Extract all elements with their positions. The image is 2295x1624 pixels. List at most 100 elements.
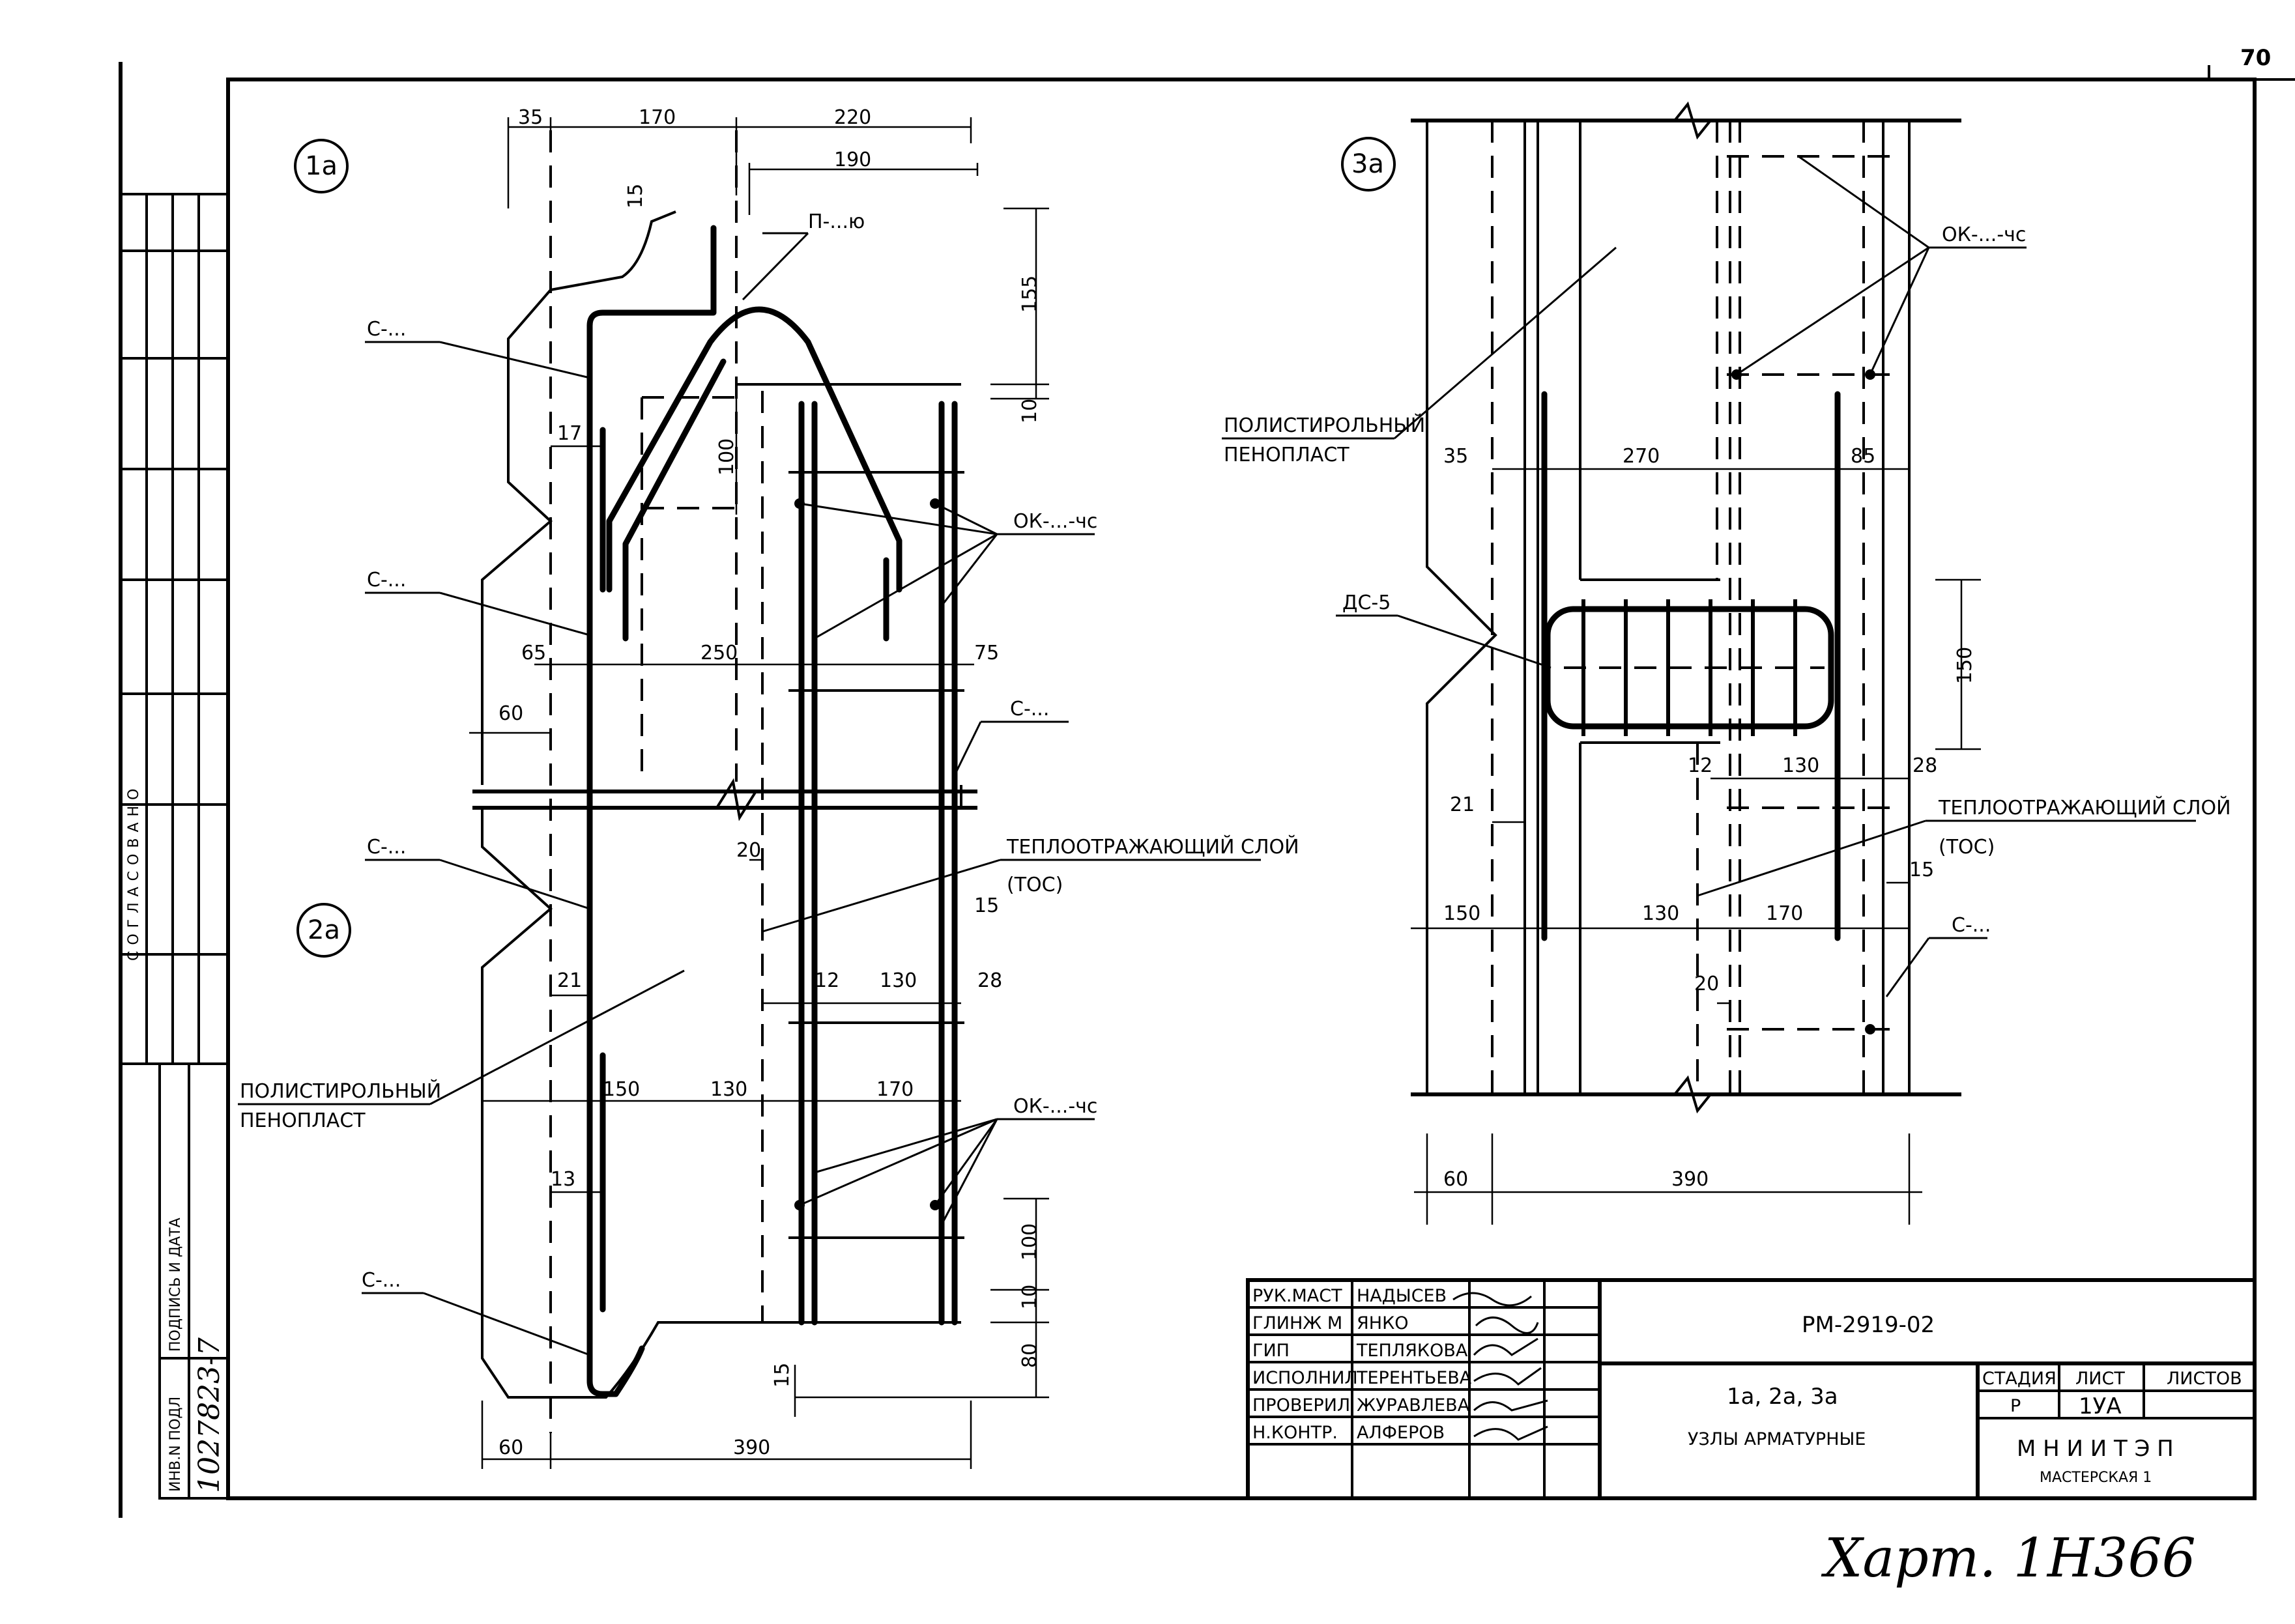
inv-number: 1027823-7 — [193, 1337, 226, 1493]
name-2: ТЕПЛЯКОВА — [1356, 1341, 1468, 1361]
signature-date-label: ПОДПИСЬ И ДАТА — [167, 1218, 184, 1352]
dim-35: 35 — [518, 106, 543, 129]
dim-75: 75 — [974, 642, 999, 664]
dim-21: 21 — [557, 969, 582, 992]
callouts-view-3a — [1222, 155, 2196, 997]
callout-foam-2: ПОЛИСТИРОЛЬНЫЙ — [1224, 414, 1425, 437]
dim3a-15: 15 — [1909, 859, 1934, 881]
callout-foam-1b: ПЕНОПЛАСТ — [240, 1109, 366, 1132]
stage-value: Р — [2010, 1396, 2021, 1416]
dim3a-390: 390 — [1671, 1168, 1709, 1191]
dim3a-35: 35 — [1443, 445, 1468, 468]
callout-ok-3: ОК-...-чс — [1942, 223, 2026, 246]
dim-150: 150 — [603, 1078, 640, 1101]
view-1a-circle — [294, 139, 349, 193]
callouts-view-1a — [238, 232, 1261, 1356]
dim-60-mid: 60 — [498, 702, 523, 725]
role-5: Н.КОНТР. — [1252, 1423, 1338, 1443]
dim3a-12: 12 — [1688, 754, 1712, 777]
panel-outline-3a — [1426, 121, 1497, 1094]
handwritten-note: Харт. 1Н366 — [1821, 1528, 2196, 1589]
callout-ok-1: ОК-...-чс — [1013, 510, 1097, 533]
signatures — [1452, 1292, 1548, 1441]
bar-p-loop — [606, 306, 902, 593]
dim-15-top: 15 — [624, 184, 647, 208]
name-4: ЖУРАВЛЕВА — [1357, 1395, 1470, 1416]
dim-190: 190 — [834, 149, 871, 171]
approval-label: СОГЛАСОВАНО — [126, 783, 142, 961]
callout-tos-2b: (ТОС) — [1939, 836, 1995, 859]
dim3a-150: 150 — [1443, 902, 1480, 925]
callout-tos-2: ТЕПЛООТРАЖАЮЩИЙ СЛОЙ — [1938, 796, 2231, 819]
org-sub: МАСТЕРСКАЯ 1 — [2040, 1470, 2152, 1486]
role-3: ИСПОЛНИЛ — [1252, 1368, 1358, 1388]
dim3a-20: 20 — [1694, 973, 1719, 995]
sheet-value: 1УА — [2079, 1393, 2122, 1419]
role-0: РУК.МАСТ — [1252, 1286, 1342, 1306]
callout-c-right: С-... — [1010, 698, 1049, 720]
dim-12: 12 — [815, 969, 839, 992]
view-3a-label: 3а — [1351, 149, 1384, 179]
view-3a-circle — [1341, 137, 1396, 192]
dim3a-130-bottom: 130 — [1642, 902, 1679, 925]
dim-155: 155 — [1018, 276, 1041, 313]
dim3a-85: 85 — [1851, 445, 1875, 468]
callout-c-3a: С-... — [1952, 914, 1991, 937]
dim-80: 80 — [1018, 1343, 1041, 1368]
name-3: ТЕРЕНТЬЕВА — [1356, 1368, 1472, 1388]
dim-130-bottom: 130 — [710, 1078, 747, 1101]
bar-c-top — [586, 225, 717, 1397]
dim-65: 65 — [521, 642, 546, 664]
inventory-stamp: ПОДПИСЬ И ДАТА ИНВ.N ПОДЛ 1027823-7 — [158, 1062, 229, 1500]
name-5: АЛФЕРОВ — [1357, 1423, 1445, 1443]
stage-header: СТАДИЯ — [1982, 1369, 2057, 1389]
sheets-header: ЛИСТОВ — [2167, 1369, 2242, 1389]
callout-ok-2: ОК-...-чс — [1013, 1095, 1097, 1118]
dim-28: 28 — [977, 969, 1002, 992]
view-2a-label: 2а — [308, 915, 340, 945]
dimensions-view-3a — [1411, 468, 1981, 1225]
dim-170: 170 — [639, 106, 676, 129]
dim3a-60: 60 — [1443, 1168, 1468, 1191]
dim3a-150-vertical: 150 — [1954, 647, 1976, 684]
callout-tos-1: ТЕПЛООТРАЖАЮЩИЙ СЛОЙ — [1006, 835, 1299, 859]
callout-c-lower: С-... — [367, 836, 406, 859]
dim3a-28: 28 — [1912, 754, 1937, 777]
org-name: М Н И И Т Э П — [2017, 1436, 2174, 1462]
callout-c-bottom: С-... — [362, 1269, 401, 1292]
approval-stamp: СОГЛАСОВАНО — [119, 193, 229, 1065]
role-4: ПРОВЕРИЛ — [1252, 1395, 1350, 1416]
dim-220: 220 — [834, 106, 871, 129]
callout-c-mid: С-... — [367, 569, 406, 591]
dim-17: 17 — [557, 422, 582, 445]
callout-c-top: С-... — [367, 318, 406, 341]
callout-p-bar: П-...ю — [808, 210, 865, 233]
dim-170-bottom: 170 — [876, 1078, 914, 1101]
inv-label: ИНВ.N ПОДЛ — [167, 1397, 184, 1492]
sheet-frame: 70 — [119, 45, 2295, 1518]
page-number: 70 — [2240, 45, 2271, 71]
dim-60-bottom: 60 — [498, 1436, 523, 1459]
dim-390: 390 — [733, 1436, 770, 1459]
view-1a-label: 1а — [305, 151, 338, 181]
view-1a-2a: 1а 2а — [238, 106, 1299, 1469]
name-1: ЯНКО — [1357, 1313, 1408, 1333]
views-list: 1а, 2а, 3а — [1727, 1384, 1838, 1410]
dim-100-bottom: 100 — [1018, 1223, 1041, 1261]
dim3a-170: 170 — [1766, 902, 1803, 925]
dim-20-mid: 20 — [736, 839, 761, 862]
callout-foam-1: ПОЛИСТИРОЛЬНЫЙ — [240, 1079, 441, 1103]
dim3a-270: 270 — [1623, 445, 1660, 468]
dim-100-top: 100 — [715, 438, 738, 476]
ds5-mesh — [1544, 599, 1834, 736]
dim3a-21: 21 — [1450, 793, 1475, 816]
role-1: ГЛИНЖ М — [1252, 1313, 1342, 1333]
role-2: ГИП — [1252, 1341, 1290, 1361]
dim-250: 250 — [700, 642, 738, 664]
callout-ds5: ДС-5 — [1342, 591, 1391, 614]
dim-13: 13 — [551, 1168, 575, 1191]
panel-outline-left — [481, 210, 676, 785]
callout-foam-2b: ПЕНОПЛАСТ — [1224, 444, 1350, 466]
dim-15-bottom: 15 — [771, 1363, 794, 1388]
